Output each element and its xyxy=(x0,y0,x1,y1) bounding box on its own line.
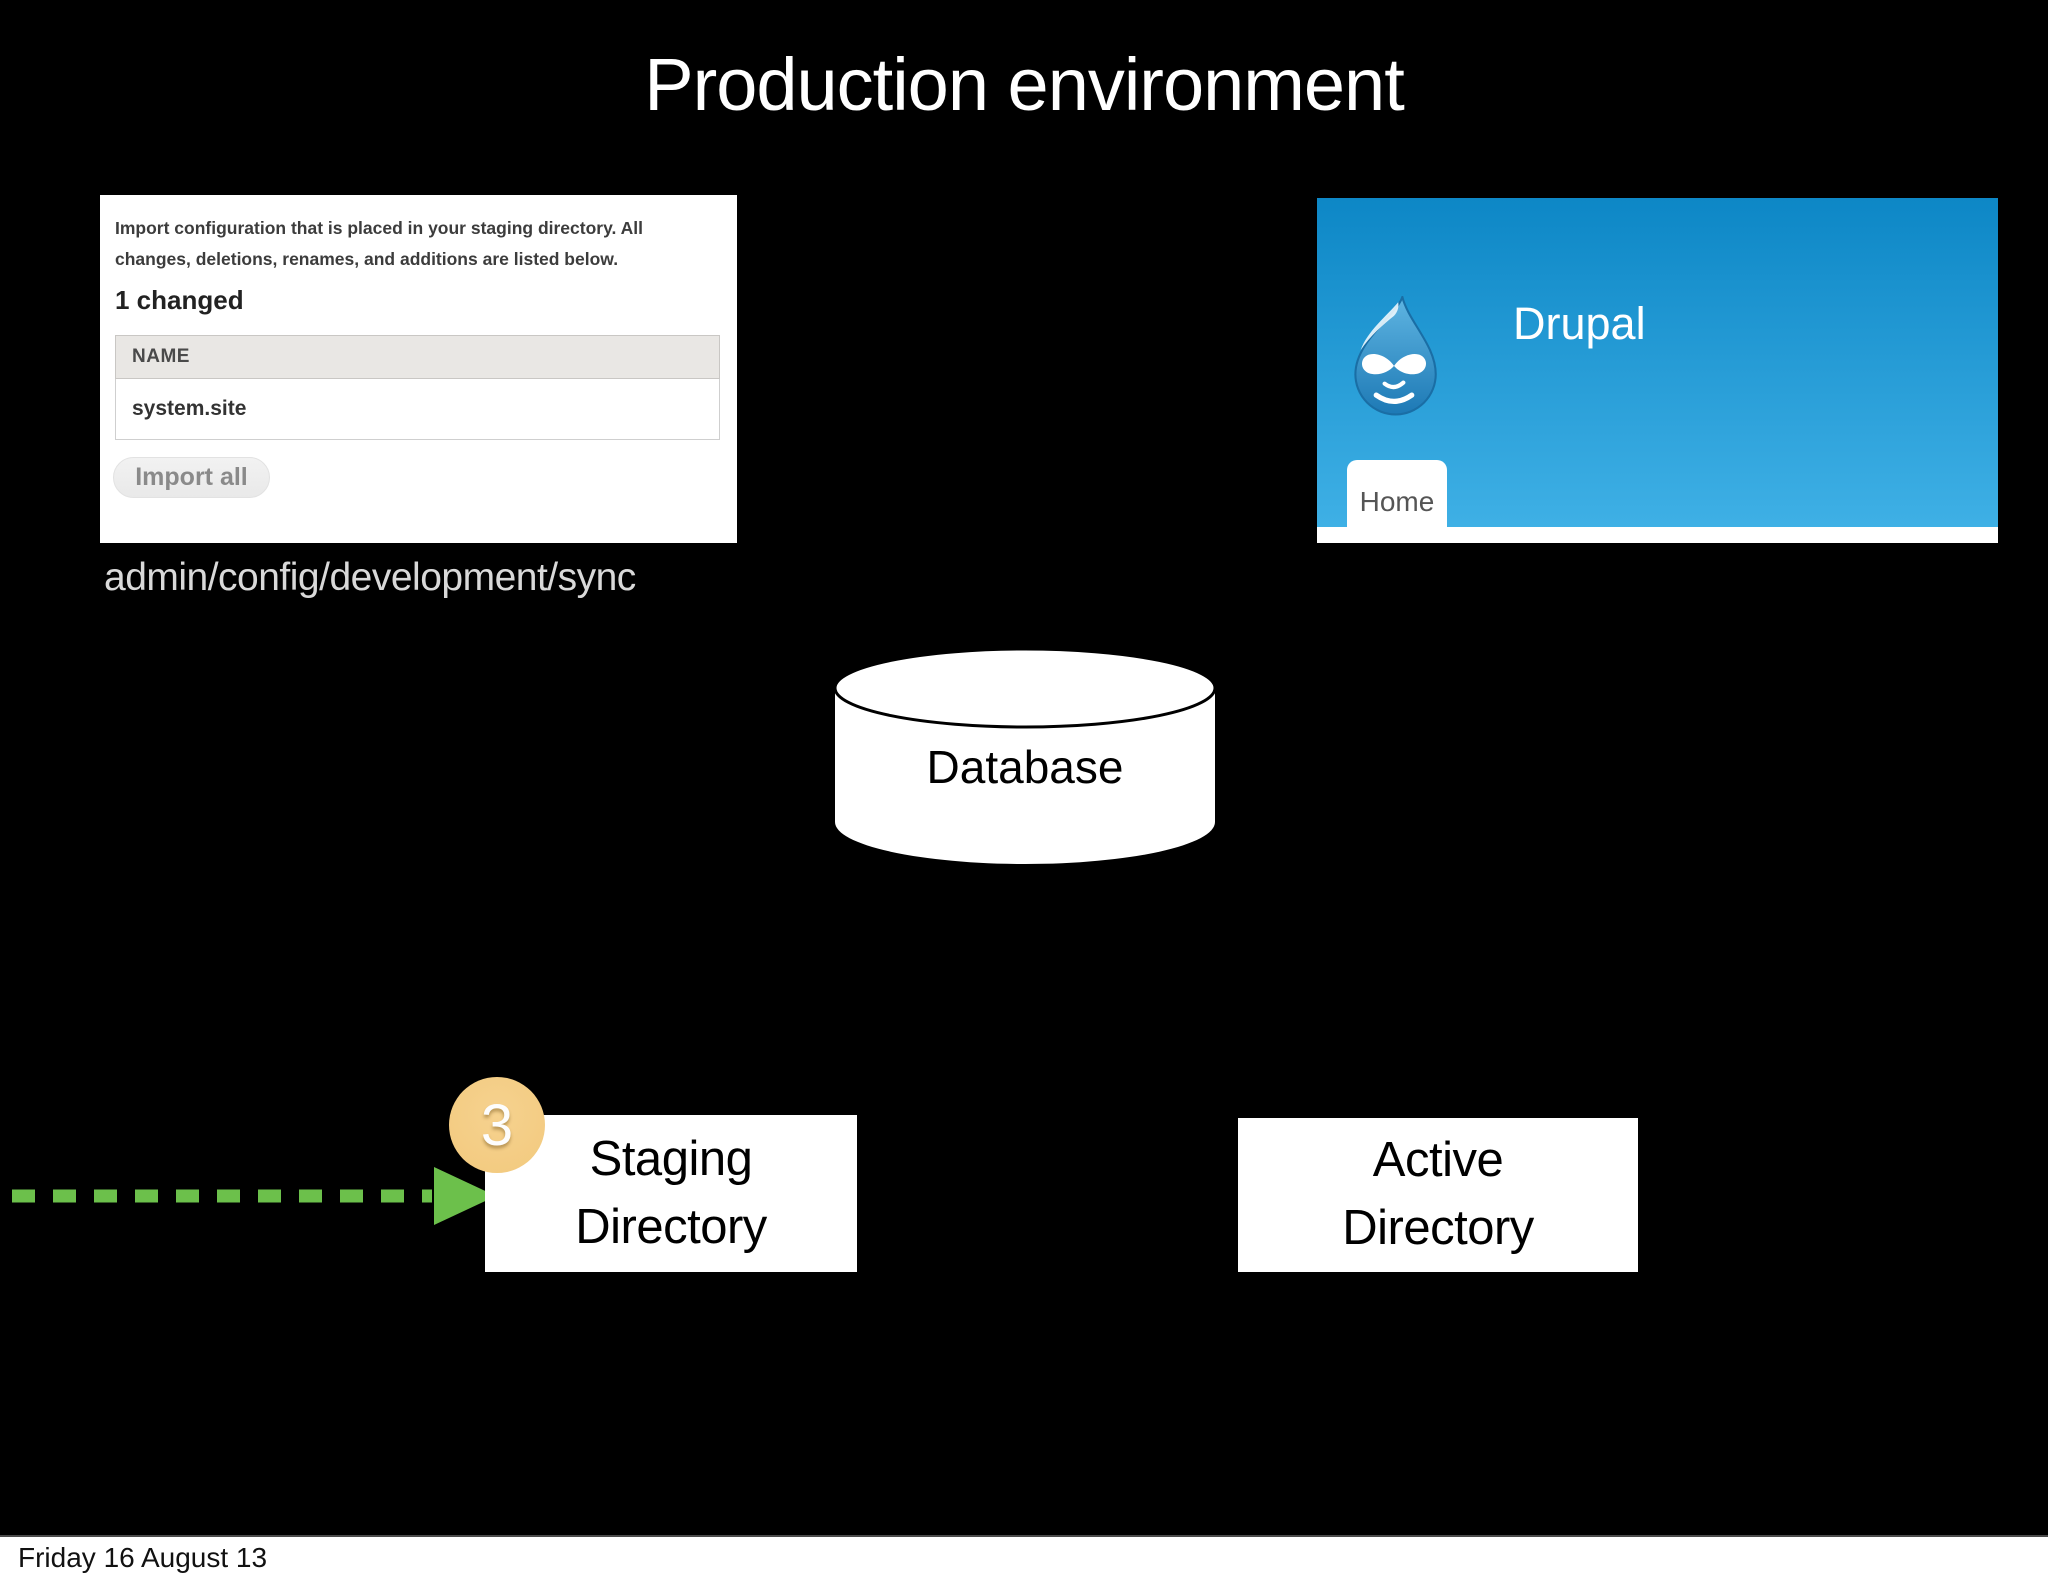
database-label: Database xyxy=(926,741,1124,793)
staging-directory-label: Staging Directory xyxy=(575,1131,767,1254)
drupal-logo-icon xyxy=(1354,296,1437,416)
footer-date: Friday 16 August 13 xyxy=(18,1542,268,1573)
slide-title: Production environment xyxy=(644,43,1405,126)
drupal-header-screenshot: Drupal Home xyxy=(1317,198,1998,543)
step-badge-number: 3 xyxy=(480,1092,514,1158)
table-header-name: NAME xyxy=(115,335,720,379)
import-all-button[interactable]: Import all xyxy=(113,457,270,498)
config-import-screenshot: Import configuration that is placed in y… xyxy=(100,195,737,543)
config-name-cell: system.site xyxy=(115,378,720,440)
staging-directory-box: Staging Directory xyxy=(485,1115,857,1272)
drupal-site-name: Drupal xyxy=(1513,298,1646,349)
home-tab-label: Home xyxy=(1359,485,1435,517)
database-cylinder-icon xyxy=(833,647,1217,864)
step-3-badge: 3 xyxy=(449,1077,545,1173)
active-directory-label: Active Directory xyxy=(1342,1133,1534,1255)
import-description: Import configuration that is placed in y… xyxy=(115,218,643,269)
flow-arrow-icon xyxy=(12,1167,496,1225)
sync-path-caption: admin/config/development/sync xyxy=(104,556,636,599)
header-bottom-strip xyxy=(1317,527,1998,543)
active-directory-box: Active Directory xyxy=(1238,1118,1638,1272)
config-table: NAME system.site xyxy=(115,335,720,440)
changed-count-heading: 1 changed xyxy=(115,285,244,315)
table-row: system.site xyxy=(115,378,720,440)
database-cylinder: Database xyxy=(832,646,1218,868)
footer-bar: Friday 16 August 13 xyxy=(0,1535,2048,1576)
table-header-row: NAME xyxy=(115,335,720,379)
